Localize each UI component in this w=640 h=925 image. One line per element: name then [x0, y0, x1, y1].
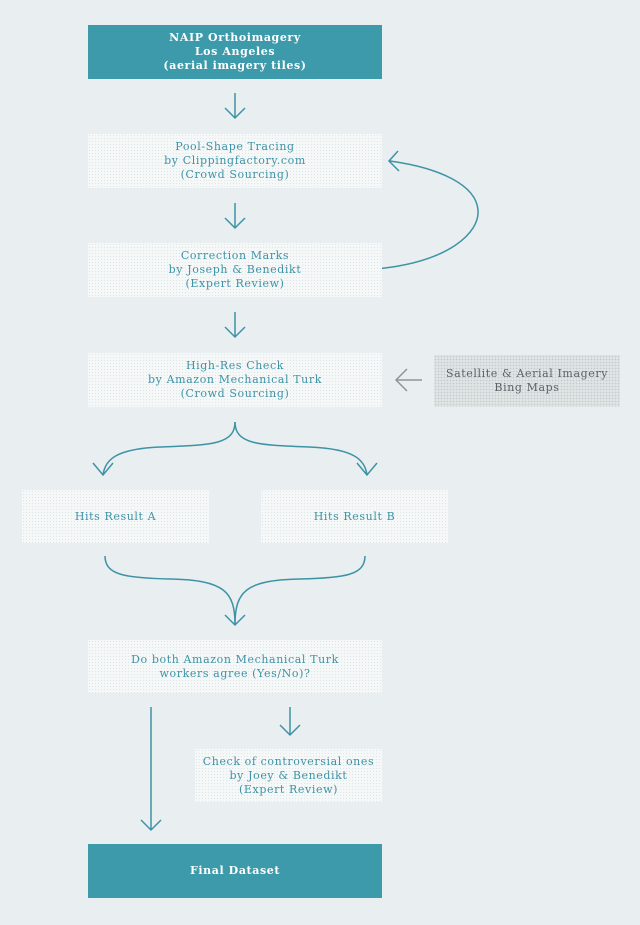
- node-hits-a-label: Hits Result A: [74, 509, 157, 523]
- node-correction-line-3: (Expert Review): [185, 277, 285, 290]
- node-pool-shape-tracing: Pool-Shape Tracing by Clippingfactory.co…: [88, 134, 382, 188]
- node-highres-line-2: by Amazon Mechanical Turk: [148, 373, 322, 386]
- node-satellite-line-2: Bing Maps: [494, 381, 560, 394]
- node-satellite-imagery: Satellite & Aerial Imagery Bing Maps: [434, 355, 620, 407]
- node-final-dataset: Final Dataset: [88, 844, 382, 898]
- node-controversial-line-1: Check of controversial ones: [202, 754, 375, 768]
- node-workers-agree: Do both Amazon Mechanical Turk workers a…: [88, 640, 382, 693]
- node-tracing-line-1: Pool-Shape Tracing: [175, 140, 295, 153]
- node-agree-line-1: Do both Amazon Mechanical Turk: [131, 652, 339, 666]
- node-tracing-line-3: (Crowd Sourcing): [180, 168, 290, 181]
- node-satellite-line-1: Satellite & Aerial Imagery: [445, 367, 609, 380]
- node-controversial-line-2: by Joey & Benedikt: [229, 768, 348, 782]
- node-naip-line-3: (aerial imagery tiles): [163, 59, 307, 72]
- node-naip-line-2: Los Angeles: [194, 45, 276, 58]
- node-controversial-line-3: (Expert Review): [239, 782, 338, 796]
- node-naip-orthoimagery: NAIP Orthoimagery Los Angeles (aerial im…: [88, 25, 382, 79]
- arrow-agree-to-final: [140, 707, 162, 832]
- node-controversial-check: Check of controversial ones by Joey & Be…: [195, 749, 382, 802]
- node-highres-line-1: High-Res Check: [185, 359, 285, 372]
- feedback-loop-arrow: [375, 150, 479, 270]
- node-naip-line-1: NAIP Orthoimagery: [169, 31, 301, 44]
- split-to-hits-b: [234, 421, 378, 477]
- node-tracing-line-2: by Clippingfactory.com: [164, 154, 306, 167]
- node-agree-line-2: workers agree (Yes/No)?: [159, 666, 311, 680]
- node-correction-line-2: by Joseph & Benedikt: [168, 263, 302, 276]
- merge-from-hits-a: [104, 555, 236, 626]
- node-hits-result-a: Hits Result A: [22, 490, 209, 543]
- node-correction-line-1: Correction Marks: [180, 249, 290, 262]
- node-highres-line-3: (Crowd Sourcing): [180, 387, 290, 400]
- arrow-tracing-to-correction: [224, 203, 246, 230]
- arrow-satellite-to-highres: [394, 368, 422, 392]
- node-high-res-check: High-Res Check by Amazon Mechanical Turk…: [88, 353, 382, 407]
- arrow-agree-to-controversial: [279, 707, 301, 737]
- split-to-hits-a: [92, 421, 236, 477]
- node-hits-b-label: Hits Result B: [313, 509, 396, 523]
- merge-arrowhead: [224, 614, 246, 627]
- node-hits-result-b: Hits Result B: [261, 490, 448, 543]
- node-final-label: Final Dataset: [189, 864, 281, 877]
- merge-from-hits-b: [234, 555, 366, 626]
- arrow-source-to-tracing: [224, 93, 246, 120]
- node-correction-marks: Correction Marks by Joseph & Benedikt (E…: [88, 243, 382, 297]
- arrow-correction-to-highres: [224, 312, 246, 339]
